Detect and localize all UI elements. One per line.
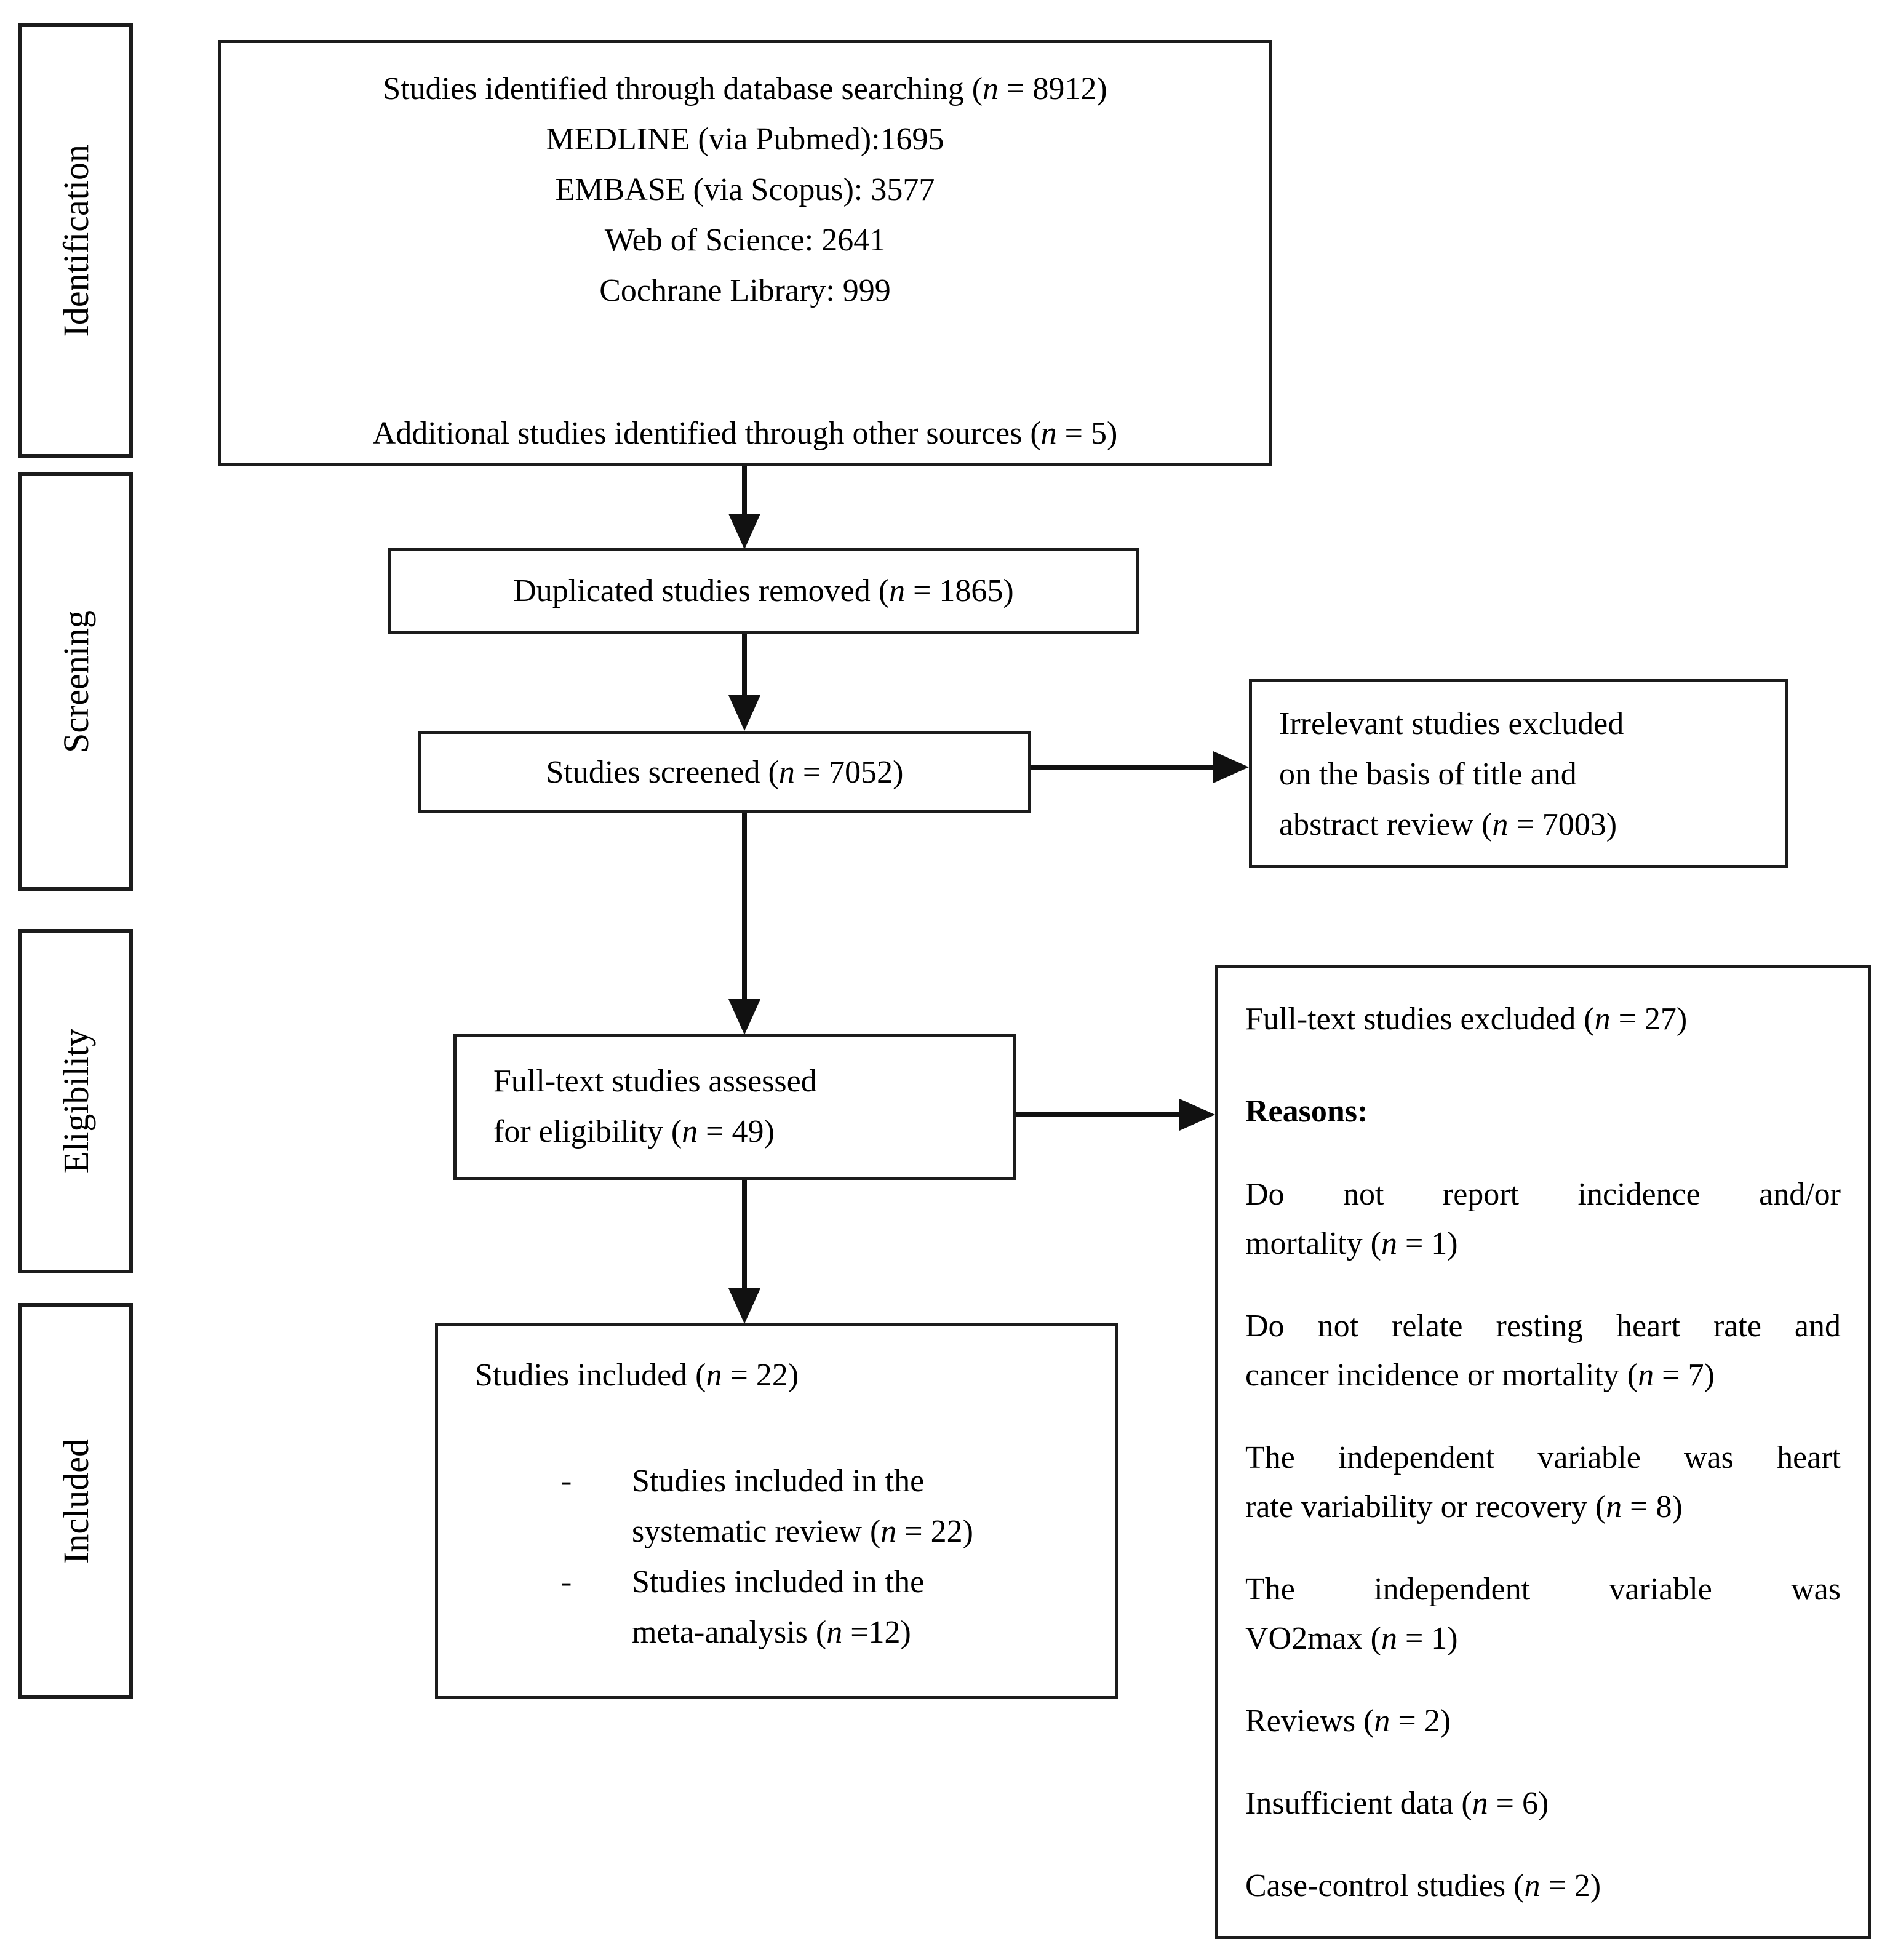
arrow-screened-to-irrelevant-excluded [1031,765,1214,770]
reason-line: Insufficient data (n = 6) [1245,1786,1549,1821]
reason-line: Reviews (n = 2) [1245,1703,1451,1739]
reason-line: Do not report incidence and/or [1245,1177,1841,1212]
bullet-line: Studies included in the [632,1564,925,1599]
exclusion-reason: Do not relate resting heart rate and can… [1245,1302,1841,1400]
identification-line-embase: EMBASE (via Scopus): 3577 [555,172,935,207]
reason-line: The independent variable was [1245,1572,1841,1607]
bullet-dash: - [561,1564,572,1599]
identification-line: Studies identified through database sear… [383,71,1107,106]
reason-line: VO2max (n = 1) [1245,1621,1458,1656]
included-bullet-list: - Studies included in the systematic rev… [475,1456,1102,1658]
irrelevant-line: abstract review (n = 7003) [1279,807,1617,842]
arrow-fulltext-to-excluded [1016,1112,1181,1117]
arrow-screened-to-fulltext [742,813,747,1000]
stage-box-screening: Screening [18,472,133,891]
screened-text: Studies screened (n = 7052) [546,754,904,790]
exclusion-reason: Insufficient data (n = 6) [1245,1779,1841,1828]
exclusion-reason: Do not report incidence and/or mortality… [1245,1170,1841,1269]
stage-box-included: Included [18,1303,133,1699]
arrow-identification-to-duplicates [742,466,747,515]
excluded-title: Full-text studies excluded (n = 27) [1245,1002,1688,1037]
arrow-duplicates-to-screened [742,634,747,696]
duplicates-removed-text: Duplicated studies removed (n = 1865) [513,573,1014,608]
fulltext-assessed-line: Full-text studies assessed [493,1064,817,1099]
reason-line: mortality (n = 1) [1245,1226,1458,1261]
arrow-fulltext-to-included [742,1180,747,1289]
fulltext-assessed-box: Full-text studies assessed for eligibili… [453,1034,1016,1180]
bullet-line: meta-analysis (n =12) [632,1615,911,1650]
reason-line: Case-control studies (n = 2) [1245,1868,1601,1903]
stage-box-eligibility: Eligibility [18,929,133,1273]
stage-box-identification: Identification [18,23,133,458]
reason-line: Do not relate resting heart rate and [1245,1309,1841,1344]
reason-line: cancer incidence or mortality (n = 7) [1245,1358,1715,1393]
bullet-line: Studies included in the [632,1464,925,1499]
fulltext-assessed-line: for eligibility (n = 49) [493,1114,775,1149]
stage-label-included: Included [55,1438,96,1564]
included-title: Studies included (n = 22) [475,1358,799,1393]
irrelevant-excluded-box: Irrelevant studies excluded on the basis… [1249,679,1788,868]
reason-line: The independent variable was heart [1245,1440,1841,1475]
bullet-dash: - [561,1464,572,1499]
included-box: Studies included (n = 22) - Studies incl… [435,1323,1118,1699]
exclusion-reason: Reviews (n = 2) [1245,1697,1841,1746]
irrelevant-line: Irrelevant studies excluded [1279,706,1624,741]
exclusion-reason: The independent variable was heart rate … [1245,1433,1841,1532]
bullet-line: systematic review (n = 22) [632,1514,973,1549]
irrelevant-line: on the basis of title and [1279,757,1577,792]
identification-line-cochrane: Cochrane Library: 999 [599,273,891,308]
identification-line-additional: Additional studies identified through ot… [372,416,1118,451]
exclusion-reason: Case-control studies (n = 2) [1245,1862,1841,1911]
spacer [221,316,1269,408]
identification-line-wos: Web of Science: 2641 [604,223,886,258]
screened-box: Studies screened (n = 7052) [418,731,1031,813]
duplicates-removed-box: Duplicated studies removed (n = 1865) [388,548,1139,634]
identification-box: Studies identified through database sear… [218,40,1272,466]
fulltext-excluded-box: Full-text studies excluded (n = 27) Reas… [1215,965,1871,1939]
exclusion-reason: The independent variable was VO2max (n =… [1245,1565,1841,1663]
reason-line: rate variability or recovery (n = 8) [1245,1489,1683,1524]
list-item: - Studies included in the meta-analysis … [475,1557,1102,1658]
stage-label-identification: Identification [55,144,96,337]
reasons-heading: Reasons: [1245,1094,1368,1129]
list-item: - Studies included in the systematic rev… [475,1456,1102,1557]
identification-line-medline: MEDLINE (via Pubmed):1695 [546,122,944,157]
stage-label-screening: Screening [55,610,96,753]
stage-label-eligibility: Eligibility [55,1029,96,1174]
